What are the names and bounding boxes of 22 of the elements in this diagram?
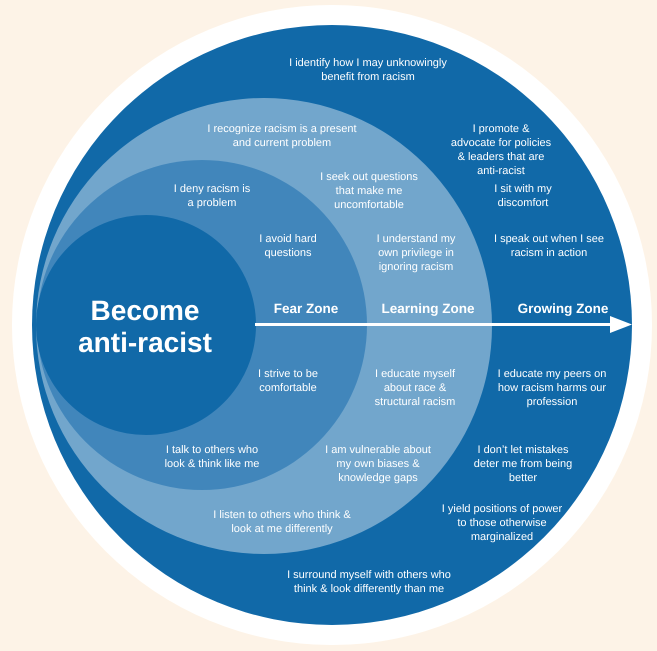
statement-text: I identify how I may unknowingly benefit from racism (288, 56, 448, 84)
statement-text: I strive to be comfortable (257, 367, 319, 395)
statement-text: I understand my own privilege in ignoring racism (376, 232, 456, 274)
statement-text: I am vulnerable about my own biases & knowledge gaps (324, 443, 432, 485)
statement-text: I seek out questions that make me uncomfortable (319, 170, 419, 212)
statement-text: I yield positions of power to those otherwise marginalized (440, 502, 564, 544)
statement-text: I sit with my discomfort (493, 182, 553, 210)
zone-label: Learning Zone (380, 302, 476, 316)
statement-text: I avoid hard questions (258, 232, 318, 260)
zone-label: Growing Zone (516, 302, 610, 316)
statement-text: I talk to others who look & think like me (164, 443, 260, 471)
statement-text: I educate myself about race & structural racism (374, 367, 456, 409)
zone-label: Fear Zone (272, 302, 340, 316)
statement-text: I educate my peers on how racism harms our profession (496, 367, 608, 409)
statement-text: I surround myself with others who think & look differently than me (286, 568, 452, 596)
center-title: Become anti-racist (77, 295, 213, 359)
statement-text: I recognize racism is a present and current problem (207, 122, 357, 150)
statement-text: I deny racism is a problem (172, 182, 252, 210)
statement-text: I speak out when I see racism in action (492, 232, 606, 260)
statement-text: I listen to others who think & look at me differently (212, 508, 352, 536)
statement-text: I don’t let mistakes deter me from being better (472, 443, 574, 485)
statement-text: I promote & advocate for policies & leaders that are anti-racist (450, 122, 552, 178)
